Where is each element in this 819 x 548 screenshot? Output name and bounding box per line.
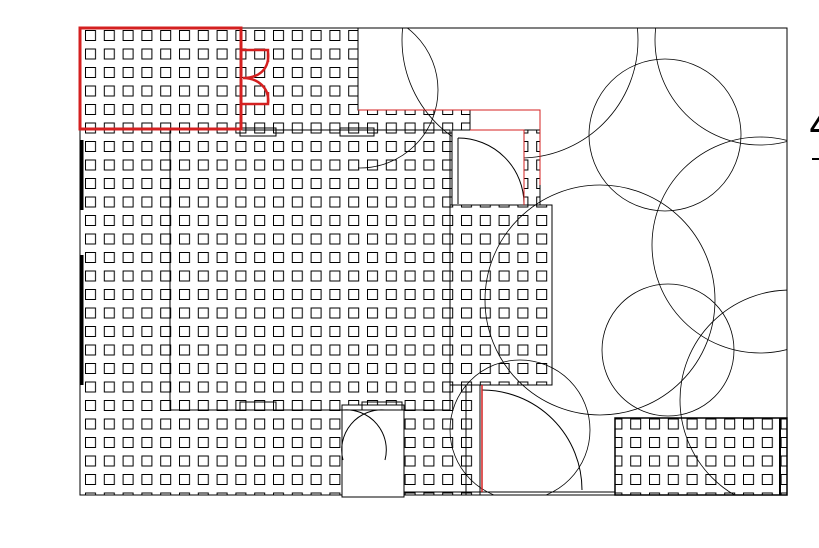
tree-canopy: [679, 289, 787, 495]
highlight-outline: [358, 109, 541, 205]
selected-room: [78, 26, 243, 131]
tree-canopy: [654, 28, 787, 146]
tree-canopy: [601, 283, 735, 417]
section-marker-underline: [812, 158, 819, 160]
section-marker-label: 4: [810, 110, 819, 143]
highlighted-room: [78, 26, 541, 492]
double-door: [242, 48, 270, 106]
tree-canopy: [588, 58, 742, 212]
tiled-floor: [79, 27, 788, 498]
walls: [80, 28, 788, 498]
tree-canopy: [651, 136, 787, 354]
